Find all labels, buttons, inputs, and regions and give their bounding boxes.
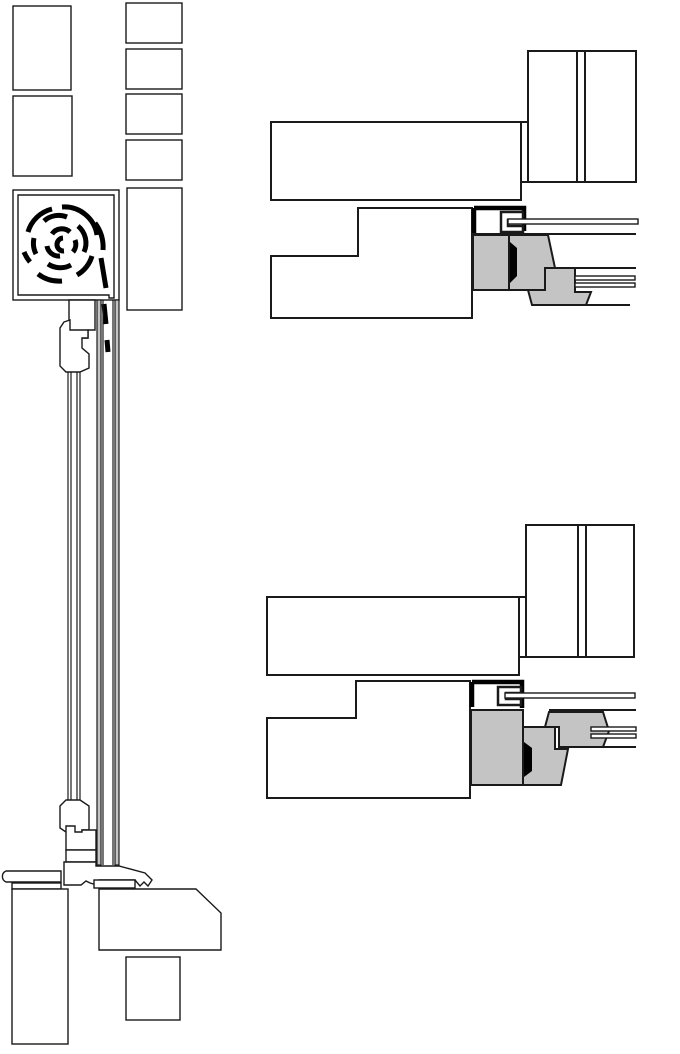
rolled-shutter-slats-icon — [21, 204, 111, 353]
glazing-pane — [67, 372, 81, 800]
lintel-blocks — [12, 2, 183, 311]
sash-bottom-profile — [59, 799, 97, 863]
shutter-guide-rail — [96, 299, 120, 866]
sash-top-profile — [59, 299, 96, 373]
window-sill-profile — [1, 861, 153, 890]
roller-shutter-box — [12, 189, 120, 353]
horizontal-section-top — [270, 50, 639, 319]
vertical-section — [1, 2, 222, 1045]
wall-below — [11, 888, 222, 1045]
horizontal-section-bottom — [266, 524, 637, 799]
